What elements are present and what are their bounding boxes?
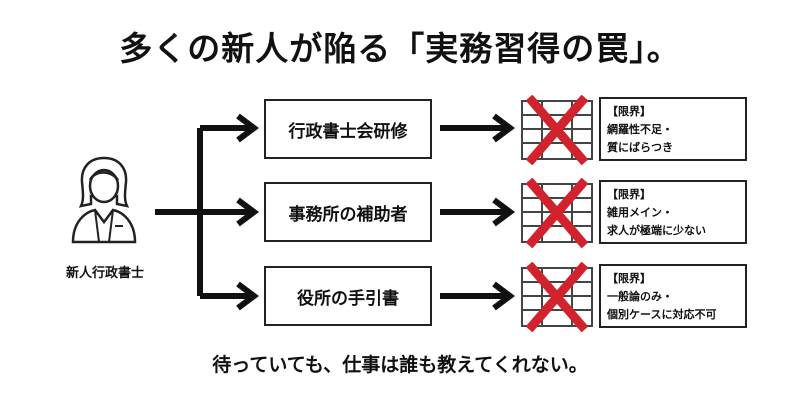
limit-box-training: 【限界】 網羅性不足・ 質にばらつき [599, 97, 747, 161]
limit-line: 一般論のみ・ [607, 290, 673, 303]
limit-line: 個別ケースに対応不可 [607, 308, 717, 321]
limit-heading: 【限界】 [607, 188, 651, 201]
limit-line: 求人が極端に少ない [607, 224, 706, 237]
limit-box-assistant: 【限界】 雑用メイン・ 求人が極端に少ない [599, 180, 747, 244]
arrowhead-icon [492, 281, 515, 311]
arrowhead-icon [236, 113, 259, 143]
route-box-assistant: 事務所の補助者 [264, 182, 432, 242]
limit-heading: 【限界】 [607, 272, 651, 285]
blocked-barrier-icon [521, 178, 593, 248]
person-label: 新人行政書士 [65, 266, 144, 281]
page-title: 多くの新人が陥る「実務習得の罠」。 [119, 29, 681, 68]
limit-line: 雑用メイン・ [607, 206, 673, 219]
limit-line: 網羅性不足・ [607, 123, 673, 136]
blocked-barrier-icon [521, 95, 593, 165]
arrowhead-icon [236, 197, 259, 227]
route-box-manual: 役所の手引書 [264, 266, 432, 326]
arrowhead-icon [492, 197, 515, 227]
route-box-training: 行政書士会研修 [264, 99, 432, 159]
limit-heading: 【限界】 [607, 105, 651, 118]
person-icon [71, 156, 137, 244]
arrowhead-icon [236, 281, 259, 311]
arrowhead-icon [492, 113, 515, 143]
limit-box-manual: 【限界】 一般論のみ・ 個別ケースに対応不可 [599, 264, 747, 328]
blocked-barrier-icon [521, 262, 593, 332]
footer-message: 待っていても、仕事は誰も教えてくれない。 [212, 354, 588, 376]
limit-line: 質にばらつき [607, 141, 673, 154]
